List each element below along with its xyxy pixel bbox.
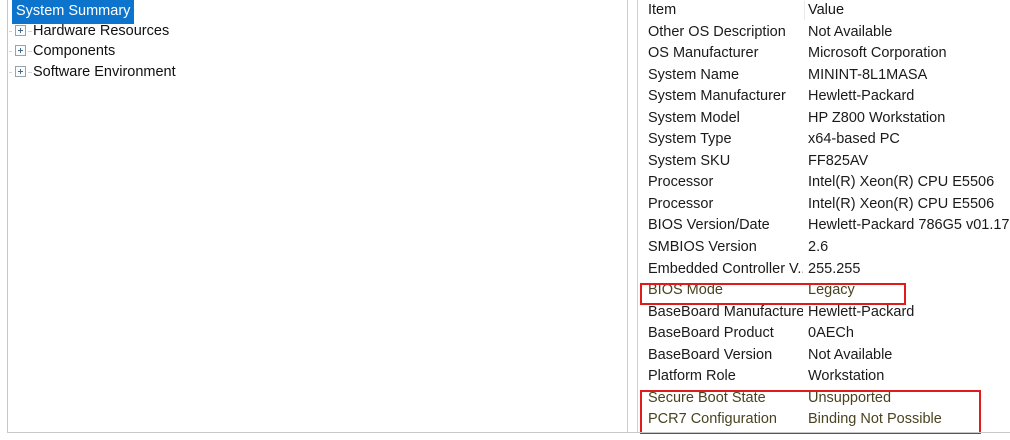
navigation-tree-pane[interactable]: System Summary Hardware Resources Compon… <box>7 0 628 433</box>
details-row-item: PCR7 Configuration <box>648 411 777 428</box>
details-row[interactable]: System Model HP Z800 Workstation <box>638 108 1010 130</box>
details-row-item: System Manufacturer <box>648 88 786 105</box>
details-row[interactable]: BaseBoard Product 0AECh <box>638 323 1010 345</box>
details-row-value: Not Available <box>808 23 893 40</box>
details-row-value: HP Z800 Workstation <box>808 109 946 126</box>
details-row-value: 0AECh <box>808 325 854 342</box>
details-row[interactable]: Processor Intel(R) Xeon(R) CPU E5506 <box>638 194 1010 216</box>
details-row-value: FF825AV <box>808 152 869 169</box>
tree-item-software-environment[interactable]: Software Environment <box>8 62 627 83</box>
details-row[interactable]: System Manufacturer Hewlett-Packard <box>638 86 1010 108</box>
expand-plus-icon[interactable] <box>9 21 33 42</box>
details-row-item: System SKU <box>648 152 731 169</box>
details-row-value: 255.255 <box>808 260 861 277</box>
tree-item-system-summary[interactable]: System Summary <box>8 0 627 24</box>
column-header-item[interactable]: Item <box>648 2 677 18</box>
details-column-header-row[interactable]: Item Value <box>638 0 1010 22</box>
details-row-value: Workstation <box>808 368 885 385</box>
column-header-value[interactable]: Value <box>808 2 845 18</box>
details-row[interactable]: PCR7 Configuration Binding Not Possible <box>638 409 1010 431</box>
details-row-item: System Type <box>648 131 732 148</box>
details-row[interactable]: BIOS Version/Date Hewlett-Packard 786G5 v… <box>638 215 1010 237</box>
details-row-item: BaseBoard Manufacturer <box>648 303 803 320</box>
details-row-item: Secure Boot State <box>648 389 766 406</box>
details-row[interactable]: OS Manufacturer Microsoft Corporation <box>638 43 1010 65</box>
details-row-item: Processor <box>648 195 714 212</box>
details-row[interactable]: Other OS Description Not Available <box>638 22 1010 44</box>
details-row[interactable]: System Type x64-based PC <box>638 129 1010 151</box>
details-row-item: BaseBoard Version <box>648 346 773 363</box>
details-row-item: System Model <box>648 109 740 126</box>
details-row[interactable]: BIOS Mode Legacy <box>638 280 1010 302</box>
expand-plus-icon[interactable] <box>9 62 33 83</box>
details-row-value: x64-based PC <box>808 131 900 148</box>
details-row-value: Legacy <box>808 282 855 299</box>
details-row-value: MININT-8L1MASA <box>808 66 928 83</box>
details-row-value: Not Available <box>808 346 893 363</box>
details-row-item: Other OS Description <box>648 23 786 40</box>
tree-item-label: Components <box>33 43 116 59</box>
details-row-value: Intel(R) Xeon(R) CPU E5506 <box>808 195 995 212</box>
details-row[interactable]: System SKU FF825AV <box>638 151 1010 173</box>
details-row-value: Microsoft Corporation <box>808 45 947 62</box>
details-row-item: BaseBoard Product <box>648 325 774 342</box>
column-divider[interactable] <box>804 1 805 20</box>
details-row-value: 2.6 <box>808 239 829 256</box>
expand-plus-icon[interactable] <box>9 41 33 62</box>
details-row[interactable]: Secure Boot State Unsupported <box>638 388 1010 410</box>
details-row[interactable]: SMBIOS Version 2.6 <box>638 237 1010 259</box>
details-row-value: Hewlett-Packard 786G5 v01.17, 8/ <box>808 217 1010 234</box>
details-row-value: Intel(R) Xeon(R) CPU E5506 <box>808 174 995 191</box>
tree-item-label: System Summary <box>12 0 135 24</box>
details-row[interactable]: BaseBoard Version Not Available <box>638 345 1010 367</box>
details-row-value: Binding Not Possible <box>808 411 942 428</box>
details-row-item: Processor <box>648 174 714 191</box>
tree-item-hardware-resources[interactable]: Hardware Resources <box>8 21 627 42</box>
details-row-value: Hewlett-Packard <box>808 88 915 105</box>
details-row-value: Hewlett-Packard <box>808 303 915 320</box>
details-row-item: OS Manufacturer <box>648 45 759 62</box>
details-row[interactable]: Platform Role Workstation <box>638 366 1010 388</box>
details-row[interactable]: BaseBoard Manufacturer Hewlett-Packard <box>638 302 1010 324</box>
details-row[interactable]: System Name MININT-8L1MASA <box>638 65 1010 87</box>
tree-item-components[interactable]: Components <box>8 41 627 62</box>
details-row-item: BIOS Version/Date <box>648 217 770 234</box>
details-row[interactable]: Processor Intel(R) Xeon(R) CPU E5506 <box>638 172 1010 194</box>
details-row-item: System Name <box>648 66 740 83</box>
details-row-item: Embedded Controller V... <box>648 260 803 277</box>
details-row-item: BIOS Mode <box>648 282 723 299</box>
tree-item-label: Software Environment <box>33 63 176 80</box>
details-row-value: Unsupported <box>808 389 892 406</box>
details-row[interactable]: Embedded Controller V... 255.255 <box>638 259 1010 281</box>
tree-item-label: Hardware Resources <box>33 22 170 39</box>
details-row-item: Platform Role <box>648 368 736 385</box>
details-row-item: SMBIOS Version <box>648 239 757 256</box>
